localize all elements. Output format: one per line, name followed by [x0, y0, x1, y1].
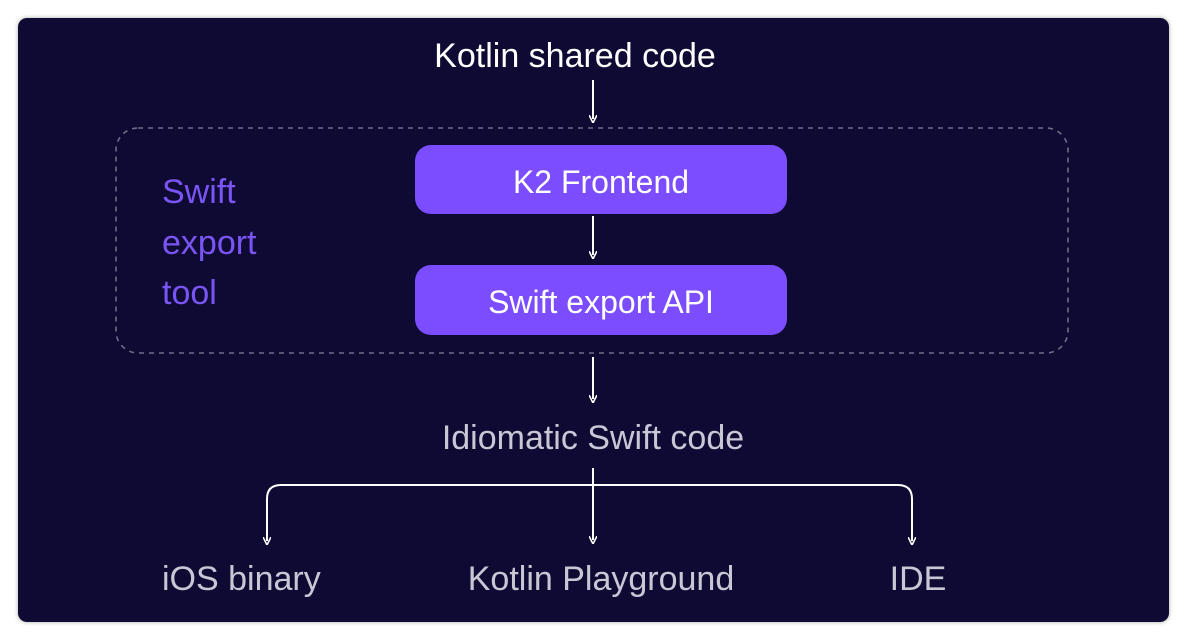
swift-export-api-box: [415, 265, 787, 335]
target-kotlin-playground: Kotlin Playground: [468, 560, 735, 598]
output-label: Idiomatic Swift code: [442, 419, 744, 457]
swift-export-tool-container: [115, 127, 1069, 354]
target-ide: IDE: [890, 560, 947, 598]
tool-label-line-2: export: [162, 224, 257, 262]
arrow-output-to-ide: [593, 484, 912, 541]
tool-label-line-3: tool: [162, 274, 217, 312]
k2-frontend-box: [415, 145, 787, 214]
arrow-output-to-ios-binary: [267, 484, 593, 541]
swift-export-pipeline-diagram: Kotlin shared code Swift export tool K2 …: [115, 37, 1069, 598]
tool-label-line-1: Swift: [162, 173, 236, 211]
target-ios-binary: iOS binary: [162, 560, 321, 598]
k2-frontend-label: K2 Frontend: [513, 164, 689, 200]
diagram-canvas: Kotlin shared code Swift export tool K2 …: [18, 18, 1169, 622]
swift-export-api-label: Swift export API: [488, 284, 714, 320]
input-label: Kotlin shared code: [434, 37, 716, 75]
